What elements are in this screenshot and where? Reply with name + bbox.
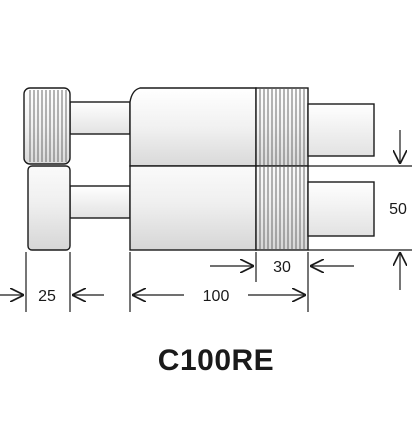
upper-thread-lines bbox=[259, 89, 305, 165]
model-label: C100RE bbox=[158, 344, 274, 377]
upper-part bbox=[23, 87, 375, 167]
lower-body bbox=[129, 165, 257, 251]
lower-part bbox=[27, 165, 375, 251]
upper-knurl-lines bbox=[29, 90, 67, 162]
dim-25-label: 25 bbox=[38, 288, 56, 305]
upper-shaft-right bbox=[307, 103, 375, 157]
dim-50-label: 50 bbox=[389, 201, 407, 218]
upper-shaft-left bbox=[69, 101, 131, 135]
upper-body bbox=[129, 87, 257, 167]
upper-knob bbox=[23, 87, 71, 165]
dim-100-label: 100 bbox=[203, 288, 230, 305]
lower-shaft-right bbox=[307, 181, 375, 237]
lower-thread-lines bbox=[259, 167, 305, 249]
dim-30-label: 30 bbox=[273, 259, 291, 276]
dimension-lines bbox=[0, 130, 412, 312]
lower-shaft-left bbox=[69, 185, 131, 219]
upper-thread bbox=[255, 87, 309, 167]
lower-thread bbox=[255, 165, 309, 251]
lower-knob bbox=[27, 165, 71, 251]
